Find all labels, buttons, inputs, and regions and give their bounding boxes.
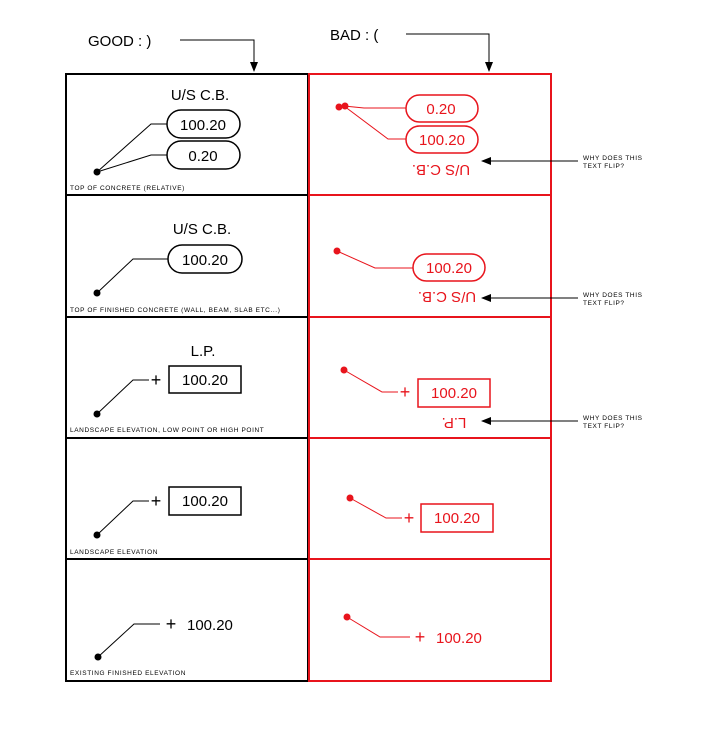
row-5-good-value: 100.20 [187,617,233,634]
row-5-caption: EXISTING FINISHED ELEVATION [70,670,186,677]
row-5-good-point [94,653,102,661]
row-1-good: U/S C.B. 100.20 0.20 TOP OF CONCRETE (RE… [70,87,241,192]
bad-pointer-arrow [406,33,493,72]
row-1-good-value2: 0.20 [188,148,217,165]
row-1-note: WHY DOES THIS TEXT FLIP? [481,155,643,170]
bad-column-label: BAD : ( [330,27,378,44]
row-2-good: U/S C.B. 100.20 TOP OF FINISHED CONCRETE… [70,221,280,314]
row-1-bad-value2: 100.20 [419,132,465,149]
row-1-good-value1: 100.20 [180,117,226,134]
good-pointer-arrow [180,39,258,72]
row-1-bad-point-a [335,103,343,111]
row-4-bad-plus-icon: + [404,508,415,528]
row-5-bad-point [343,613,351,621]
row-4-bad: + 100.20 [346,494,494,533]
row-3-good-point [93,410,101,418]
row-2-caption: TOP OF FINISHED CONCRETE (WALL, BEAM, SL… [70,307,280,314]
row-1-bad-leader-1 [343,105,406,109]
row-5-bad-leader [346,616,410,638]
row-2-note: WHY DOES THIS TEXT FLIP? [481,292,643,307]
row-3-good-leader [96,379,149,415]
row-2-bad-point [333,247,341,255]
row-2-good-value: 100.20 [182,252,228,269]
row-1-bad-value1: 0.20 [426,101,455,118]
row-1-bad-title-flipped: U/S C.B. [412,161,470,178]
row-2-bad: 100.20 U/S C.B. [333,247,486,305]
row-1-bad: 0.20 100.20 U/S C.B. [335,94,479,178]
row-4-bad-leader [349,497,402,519]
row-5-bad-value: 100.20 [436,630,482,647]
row-3-bad-point [340,366,348,374]
row-2-good-leader [96,258,168,294]
row-4-good-plus-icon: + [151,491,162,511]
row-4-bad-point [346,494,354,502]
row-1-good-title: U/S C.B. [171,87,229,104]
row-1-good-leader-2 [96,154,167,173]
row-3-bad-value: 100.20 [431,385,477,402]
row-3-caption: LANDSCAPE ELEVATION, LOW POINT OR HIGH P… [70,427,264,434]
row-4-bad-value-box [420,503,494,533]
row-3-bad: + 100.20 L.P. [340,366,491,431]
row-1-note-text: WHY DOES THIS TEXT FLIP? [583,155,643,170]
row-2-bad-value: 100.20 [426,260,472,277]
row-4-good-value: 100.20 [182,493,228,510]
row-3-good: L.P. + 100.20 LANDSCAPE ELEVATION, LOW P… [70,343,264,434]
bad-column-grid [308,73,552,682]
row-5-bad-plus-icon: + [415,627,426,647]
row-2-bad-title-flipped: U/S C.B. [418,288,476,305]
row-5-good: + 100.20 EXISTING FINISHED ELEVATION [70,614,233,677]
row-5-good-leader [97,623,160,658]
row-4-caption: LANDSCAPE ELEVATION [70,549,158,556]
row-2-bad-leader [336,250,413,269]
row-3-bad-leader [343,369,398,393]
row-1-bad-leader-2 [343,105,406,140]
row-2-good-title: U/S C.B. [173,221,231,238]
row-1-caption: TOP OF CONCRETE (RELATIVE) [70,185,185,192]
row-3-note-text: WHY DOES THIS TEXT FLIP? [583,415,643,430]
row-3-bad-title-flipped: L.P. [442,414,467,431]
row-1-bad-point-b [341,102,349,110]
row-3-note: WHY DOES THIS TEXT FLIP? [481,415,643,430]
row-4-good-value-box [168,486,242,516]
row-3-good-title: L.P. [191,343,216,360]
row-3-good-plus-icon: + [151,370,162,390]
good-column-label: GOOD : ) [88,33,151,50]
row-2-good-point [93,289,101,297]
row-4-good: + 100.20 LANDSCAPE ELEVATION [70,486,242,556]
row-3-good-value: 100.20 [182,372,228,389]
row-1-good-leader-1 [96,123,167,173]
row-3-good-value-box [168,365,242,394]
row-3-bad-value-box [417,378,491,408]
row-4-bad-value: 100.20 [434,510,480,527]
row-2-note-text: WHY DOES THIS TEXT FLIP? [583,292,643,307]
row-4-good-point [93,531,101,539]
row-5-good-plus-icon: + [166,614,177,634]
row-5-bad: + 100.20 [343,613,482,647]
row-3-bad-plus-icon: + [400,382,411,402]
row-4-good-leader [96,500,149,536]
row-1-good-point [93,168,101,176]
